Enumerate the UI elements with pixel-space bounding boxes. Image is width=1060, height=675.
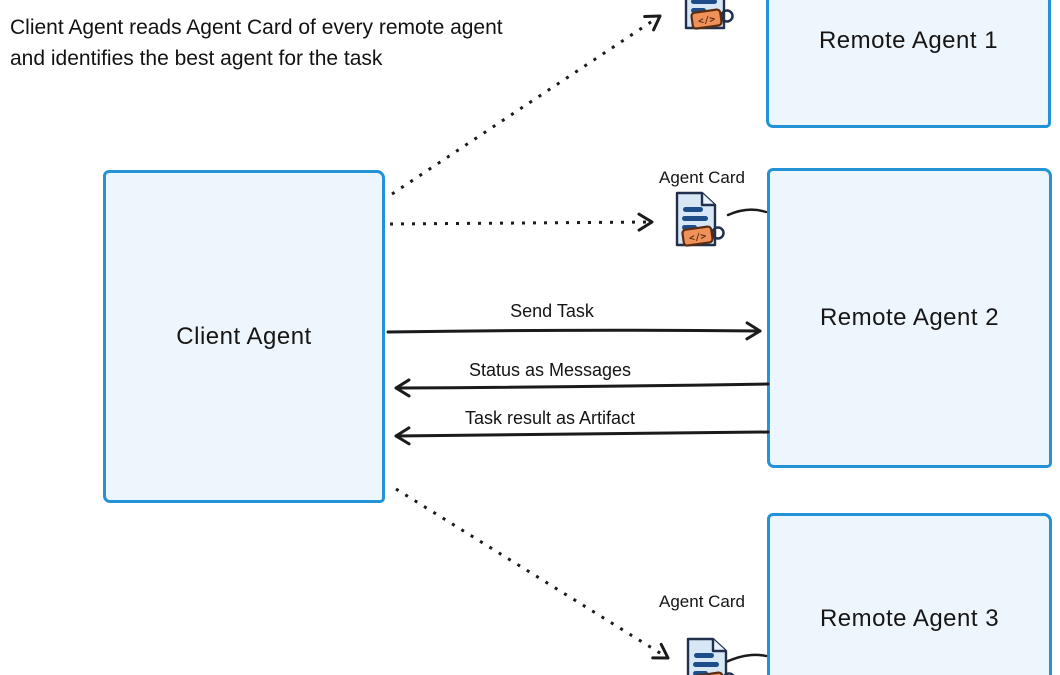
send-task-label: Send Task [510,301,594,321]
card-line-2 [682,216,708,221]
card-line-1 [683,207,703,212]
card-fold [700,193,715,207]
task-result-label: Task result as Artifact [464,408,636,428]
status-as-messages-label: Status as Messages [468,360,632,380]
card-connector-middle [726,208,768,217]
card-tag: </> [692,671,725,675]
client-agent-label: Client Agent [176,322,312,350]
remote-agent-2-box: Remote Agent 2 [767,168,1052,468]
card-tag: </> [690,8,723,30]
card-tag-ring [723,672,735,675]
card-line-2 [691,0,717,4]
remote-agent-2-label: Remote Agent 2 [819,304,1000,331]
card-line-1 [694,653,714,658]
dotted-arrow-read-card-3 [395,487,670,660]
card-fold [711,639,726,653]
agent-card-label-bottom: Agent Card [659,592,745,611]
agent-card-icon-bottom: </> [686,637,735,675]
arrow-status-as-messages [394,378,770,398]
agent-card-icon-top: </> [684,0,734,30]
remote-agent-3-box: Remote Agent 3 [767,513,1052,675]
agent-card-label-middle: Agent Card [659,168,745,187]
annotation-text: Client Agent reads Agent Card of every r… [10,16,503,70]
remote-agent-3-label: Remote Agent 3 [819,605,1000,632]
card-code-glyph: </> [697,14,716,27]
agent-card-icon-middle: </> [675,191,725,247]
remote-agent-1-label: Remote Agent 1 [818,27,999,54]
remote-agent-1-box: Remote Agent 1 [766,0,1051,128]
arrow-task-result [394,426,770,446]
dotted-arrow-read-card-2 [389,212,654,232]
card-code-glyph: </> [688,231,707,244]
client-agent-box: Client Agent [103,170,385,503]
card-tag: </> [681,225,714,247]
card-line-2 [693,662,719,667]
arrow-send-task [386,321,762,341]
